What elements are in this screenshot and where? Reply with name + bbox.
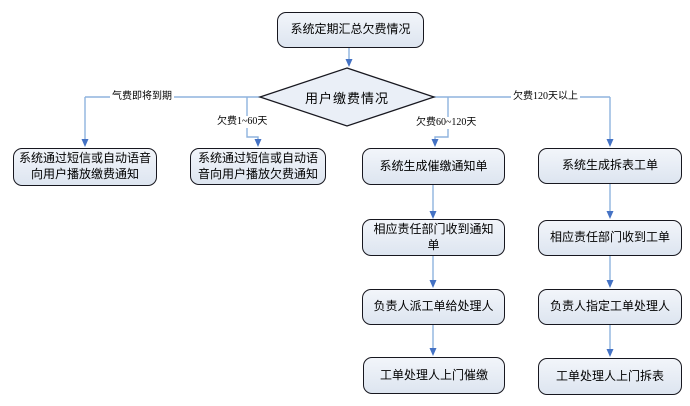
node-generate-meter-removal-order: 系统生成拆表工单	[538, 148, 682, 184]
branch-label-1: 气费即将到期	[110, 91, 174, 103]
connector-branch-1	[81, 97, 89, 147]
connector-start-decision	[345, 48, 353, 67]
node-dept-receive-notice: 相应责任部门收到通知单	[362, 219, 505, 256]
connector-col3-1-2	[429, 185, 437, 219]
node-generate-collection-notice: 系统生成催缴通知单	[362, 148, 505, 185]
node-doorstep-meter-removal: 工单处理人上门拆表	[538, 358, 682, 395]
diamond-shape	[257, 67, 437, 127]
connector-col4-1-2	[606, 184, 614, 219]
node-dept-receive-order: 相应责任部门收到工单	[538, 220, 682, 256]
connector-col3-2-3	[429, 256, 437, 288]
node-notify-payment: 系统通过短信或自动语音向用户播放缴费通知	[13, 148, 157, 186]
connector-branch-4	[606, 97, 614, 147]
node-start: 系统定期汇总欠费情况	[277, 12, 424, 48]
connector-col4-3-4	[606, 325, 614, 357]
node-designate-handler: 负责人指定工单处理人	[538, 289, 682, 325]
node-notify-arrears: 系统通过短信或自动语音向用户播放欠费通知	[190, 148, 326, 185]
node-doorstep-collection: 工单处理人上门催缴	[363, 357, 505, 394]
branch-label-2: 欠费1~60天	[215, 116, 270, 128]
branch-label-4: 欠费120天以上	[511, 91, 580, 103]
decision-node: 用户缴费情况	[257, 67, 437, 127]
node-assign-workorder: 负责人派工单给处理人	[362, 289, 505, 325]
connector-col4-2-3	[606, 256, 614, 288]
connector-col3-3-4	[429, 325, 437, 356]
decision-label: 用户缴费情况	[304, 90, 389, 106]
branch-label-3: 欠费60~120天	[414, 117, 479, 129]
